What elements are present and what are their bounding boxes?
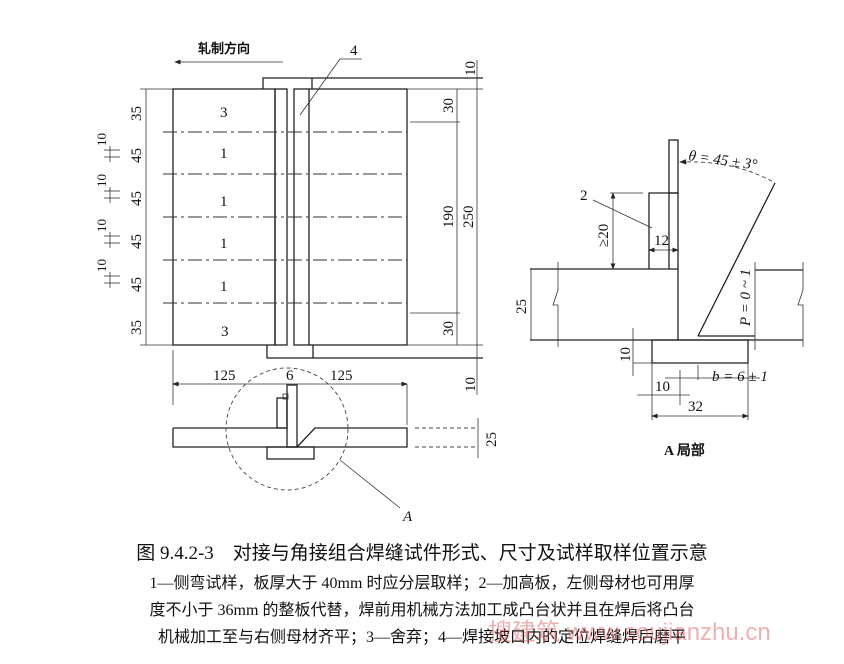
section-view: 125 6 125 25 A (172, 350, 500, 525)
dim-top-ext: 10 (463, 61, 479, 76)
callout-2: 2 (580, 188, 588, 204)
strip-label: 1 (220, 236, 228, 252)
backing-bottom (266, 345, 483, 359)
spacing-dim: 10 (94, 174, 109, 187)
detail-circle (225, 367, 349, 491)
spacing-dim: 10 (94, 259, 109, 272)
strip-label: 3 (220, 105, 228, 121)
bevel-angle: θ = 45 ± 3° (687, 148, 758, 173)
callout-4: 4 (350, 43, 358, 59)
detail-a-view: θ = 45 ± 3° ≥20 2 12 25 P = 0 ~ 1 10 b =… (514, 139, 804, 459)
figure-note: 度不小于 36mm 的整板代替，焊前用机械方法加工成凸台状并且在焊后将凸台 (149, 602, 695, 619)
left-dim: 45 (129, 234, 145, 249)
section-width-left: 125 (213, 368, 236, 384)
left-dim: 45 (129, 277, 145, 292)
backing-thickness: 10 (618, 347, 634, 362)
strip-label: 1 (220, 194, 228, 210)
dim-top-30: 30 (441, 98, 457, 113)
spacing-dim: 10 (94, 219, 109, 232)
cut-lines (163, 131, 407, 304)
strip-label: 1 (220, 279, 228, 295)
section-gap: 6 (286, 368, 294, 384)
min-height: ≥20 (596, 224, 612, 247)
section-backing (266, 446, 315, 460)
strip-label: 3 (221, 324, 229, 340)
plan-view: 轧制方向 3 1 1 1 1 3 4 35 45 45 45 4 (94, 41, 483, 395)
rolling-direction-label: 轧制方向 (198, 41, 250, 57)
dim-bottom-30: 30 (441, 321, 457, 336)
backing-top (262, 77, 483, 89)
section-vertical-plate (286, 384, 298, 448)
block-width: 12 (654, 233, 669, 249)
watermark: 搜建筑 www.soujianzhu.cn (488, 619, 771, 646)
dim-bottom-ext: 10 (463, 377, 479, 392)
detail-callout-a: A (402, 509, 413, 525)
left-dim: 35 (129, 320, 145, 335)
left-dim: 45 (129, 148, 145, 163)
left-dim: 35 (129, 106, 145, 121)
root-gap: b = 6 ± 1 (712, 369, 768, 385)
section-thickness: 25 (484, 432, 500, 447)
plate-thickness: 25 (514, 299, 530, 314)
backing-width: 32 (688, 399, 703, 415)
root-face: P = 0 ~ 1 (738, 269, 754, 327)
figure-note: 机械加工至与右侧母材齐平；3—舍弃；4—焊接坡口内的定位焊缝焊后磨平 (157, 629, 686, 646)
left-dim: 45 (129, 191, 145, 206)
callout-4-leader (299, 58, 362, 116)
spacing-marks (104, 146, 120, 288)
figure-title: 图 9.4.2-3 对接与角接组合焊缝试件形式、尺寸及试样取样位置示意 (136, 543, 708, 564)
dim-190: 190 (441, 206, 457, 229)
offset-dim: 10 (655, 379, 670, 395)
spacing-dim: 10 (94, 133, 109, 146)
detail-backing (651, 339, 749, 364)
detail-caption: A 局部 (664, 442, 705, 459)
figure-note: 1—侧弯试样，板厚大于 40mm 时应分层取样；2—加高板，左侧母材也可用厚 (149, 575, 695, 592)
dim-250: 250 (461, 206, 477, 229)
section-width-right: 125 (330, 368, 353, 384)
strip-label: 1 (220, 146, 228, 162)
